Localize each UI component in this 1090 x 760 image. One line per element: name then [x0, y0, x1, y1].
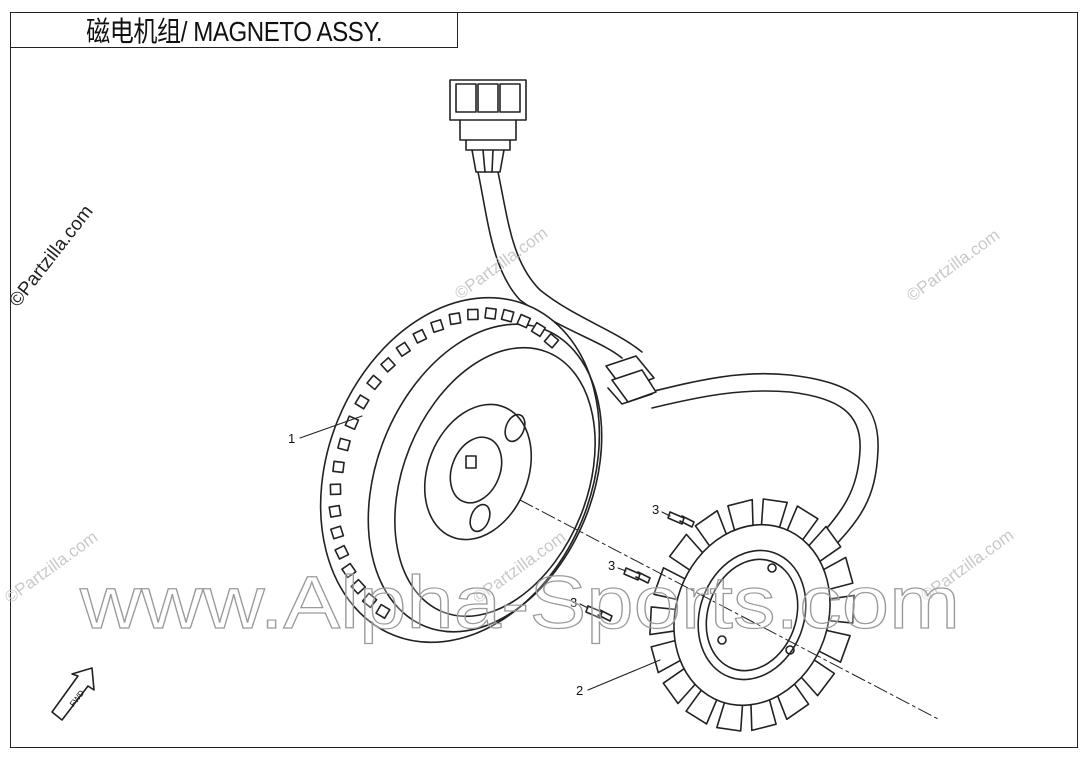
callout-3a: 3	[652, 502, 659, 517]
magnet-slot	[334, 544, 350, 560]
magnet-slot	[350, 578, 367, 595]
callout-3b: 3	[608, 558, 615, 573]
magnet-slot	[412, 328, 428, 344]
callout-2-leader	[587, 659, 661, 691]
stator-bolt-middle	[623, 567, 651, 584]
diagram-frame	[10, 12, 1078, 748]
callout-2: 2	[576, 683, 583, 698]
wire-grommet	[605, 355, 657, 405]
fwd-arrow-icon	[51, 667, 95, 721]
magnet-slot	[337, 437, 351, 452]
stator-bolt-bottom	[585, 605, 613, 622]
magnet-slot	[329, 483, 342, 496]
title-box: 磁电机组/ MAGNETO ASSY.	[10, 12, 458, 48]
partzilla-watermark-center: ©Partzilla.com	[451, 223, 551, 303]
magnet-slot	[448, 312, 462, 326]
magnet-slot	[516, 313, 532, 329]
magnet-slot	[530, 321, 547, 338]
page-title: 磁电机组/ MAGNETO ASSY.	[85, 16, 383, 47]
partzilla-watermark-right: ©Partzilla.com	[903, 225, 1003, 305]
magnet-slot	[361, 592, 378, 609]
flywheel-magnet-slots	[328, 307, 560, 620]
magnet-slot	[430, 318, 445, 334]
assembly-centerline	[519, 499, 941, 721]
wire-harness	[477, 171, 879, 556]
callout-3c-leader	[579, 603, 589, 609]
callout-1-leader	[299, 415, 363, 439]
callout-1: 1	[288, 431, 295, 446]
magnet-slot	[366, 374, 382, 391]
magnet-slot	[484, 307, 497, 320]
magnet-slot	[467, 308, 479, 321]
callout-3a-leader	[661, 511, 671, 517]
magnet-slot	[332, 460, 345, 474]
callout-3c: 3	[570, 595, 577, 610]
wire-connector	[449, 79, 527, 173]
magnet-slot	[500, 308, 515, 323]
magnet-slot	[328, 504, 342, 518]
magnet-slot	[543, 332, 560, 349]
stator-bolt-top	[667, 511, 695, 528]
magnet-slot	[354, 394, 370, 410]
stator	[649, 498, 855, 732]
magnet-slot	[341, 562, 357, 579]
magnet-slot	[380, 356, 396, 373]
flywheel	[319, 296, 603, 644]
magnet-slot	[375, 603, 391, 620]
magnet-slot	[330, 525, 345, 540]
magnet-slot	[395, 341, 412, 358]
partzilla-watermark-side: ©Partzilla.com	[5, 201, 97, 311]
alpha-sports-watermark: www.Alpha-Sports.com	[79, 561, 960, 644]
callout-3b-leader	[617, 567, 627, 572]
